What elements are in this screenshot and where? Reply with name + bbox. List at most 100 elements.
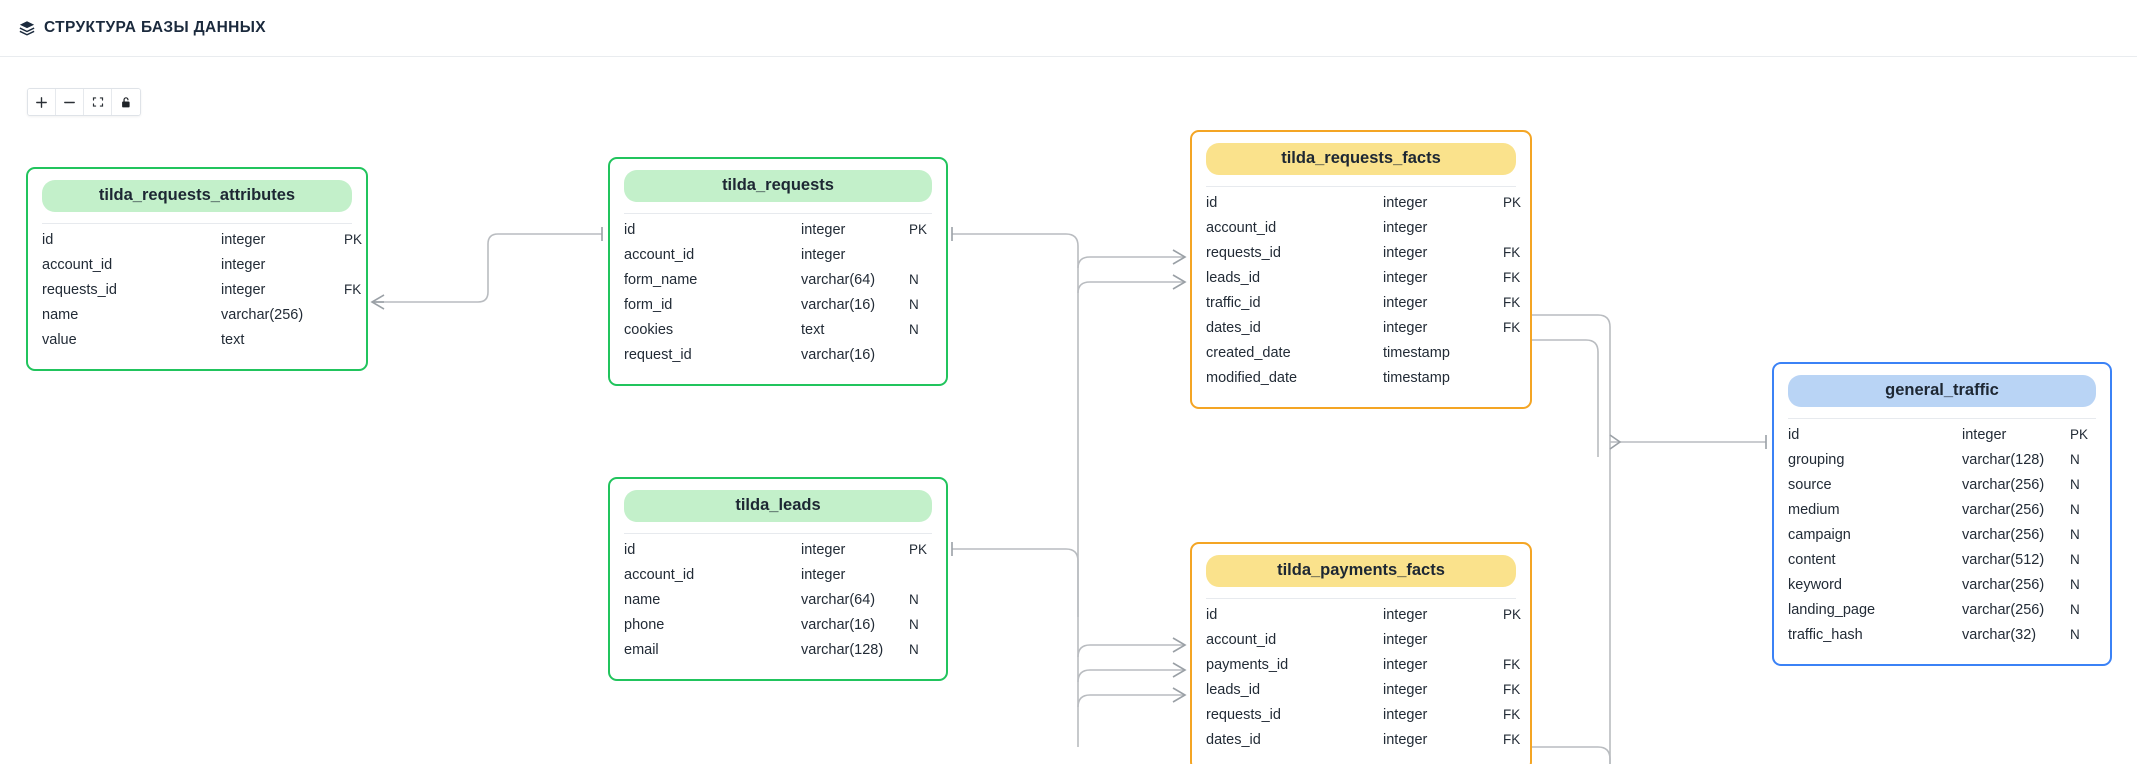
entity-title: tilda_payments_facts	[1206, 555, 1516, 587]
field-type: varchar(128)	[1962, 452, 2045, 468]
entity-title: tilda_leads	[624, 490, 932, 522]
field-type: varchar(64)	[801, 592, 876, 608]
field-key-badge: FK	[1503, 732, 1521, 747]
field-type: integer	[1383, 632, 1428, 648]
field-key-badge: PK	[344, 232, 363, 247]
fit-screen-button[interactable]	[84, 89, 112, 115]
entity-field-row[interactable]: name varchar(64) N	[621, 593, 935, 618]
field-name: id	[1788, 427, 1800, 443]
field-key-badge: PK	[1503, 195, 1522, 210]
field-type: integer	[1383, 270, 1428, 286]
field-key-badge: PK	[909, 222, 928, 237]
field-key-badge: PK	[1503, 607, 1522, 622]
field-key-badge: N	[909, 272, 919, 287]
field-key-badge: FK	[1503, 320, 1521, 335]
plus-icon	[36, 96, 47, 108]
entity-title: tilda_requests_facts	[1206, 143, 1516, 175]
field-name: source	[1788, 477, 1832, 493]
field-name: form_name	[624, 272, 698, 288]
entity-field-row[interactable]: leads_id integer FK	[1203, 682, 1521, 708]
field-type: varchar(256)	[221, 307, 304, 323]
field-name: content	[1788, 552, 1836, 568]
entity-divider	[624, 533, 932, 534]
field-type: integer	[1383, 295, 1428, 311]
field-name: medium	[1788, 502, 1840, 518]
field-type: integer	[801, 222, 846, 238]
field-name: value	[42, 332, 77, 348]
field-type: text	[801, 322, 825, 338]
field-name: cookies	[624, 322, 674, 338]
field-name: name	[624, 592, 661, 608]
field-type: integer	[221, 257, 266, 273]
field-key-badge: PK	[909, 542, 928, 557]
field-key-badge: FK	[1503, 657, 1521, 672]
field-type: integer	[1383, 245, 1428, 261]
field-key-badge: FK	[1503, 682, 1521, 697]
field-key-badge: FK	[1503, 245, 1521, 260]
field-name: leads_id	[1206, 270, 1261, 286]
field-name: account_id	[624, 567, 695, 583]
zoom-in-button[interactable]	[28, 89, 56, 115]
field-type: integer	[801, 567, 846, 583]
zoom-out-button[interactable]	[56, 89, 84, 115]
field-type: integer	[1383, 682, 1428, 698]
field-name: id	[1206, 195, 1218, 211]
field-name: leads_id	[1206, 682, 1261, 698]
entity-field-row[interactable]: account_id integer	[621, 568, 935, 593]
field-type: integer	[1383, 732, 1428, 748]
entity-divider	[42, 223, 352, 224]
field-type: timestamp	[1383, 370, 1450, 386]
field-name: id	[1206, 607, 1218, 623]
lock-button[interactable]	[112, 89, 140, 115]
field-name: id	[42, 232, 54, 248]
link-facts-to-traffic	[1514, 307, 1767, 764]
field-key-badge: N	[909, 592, 919, 607]
field-name: grouping	[1788, 452, 1845, 468]
